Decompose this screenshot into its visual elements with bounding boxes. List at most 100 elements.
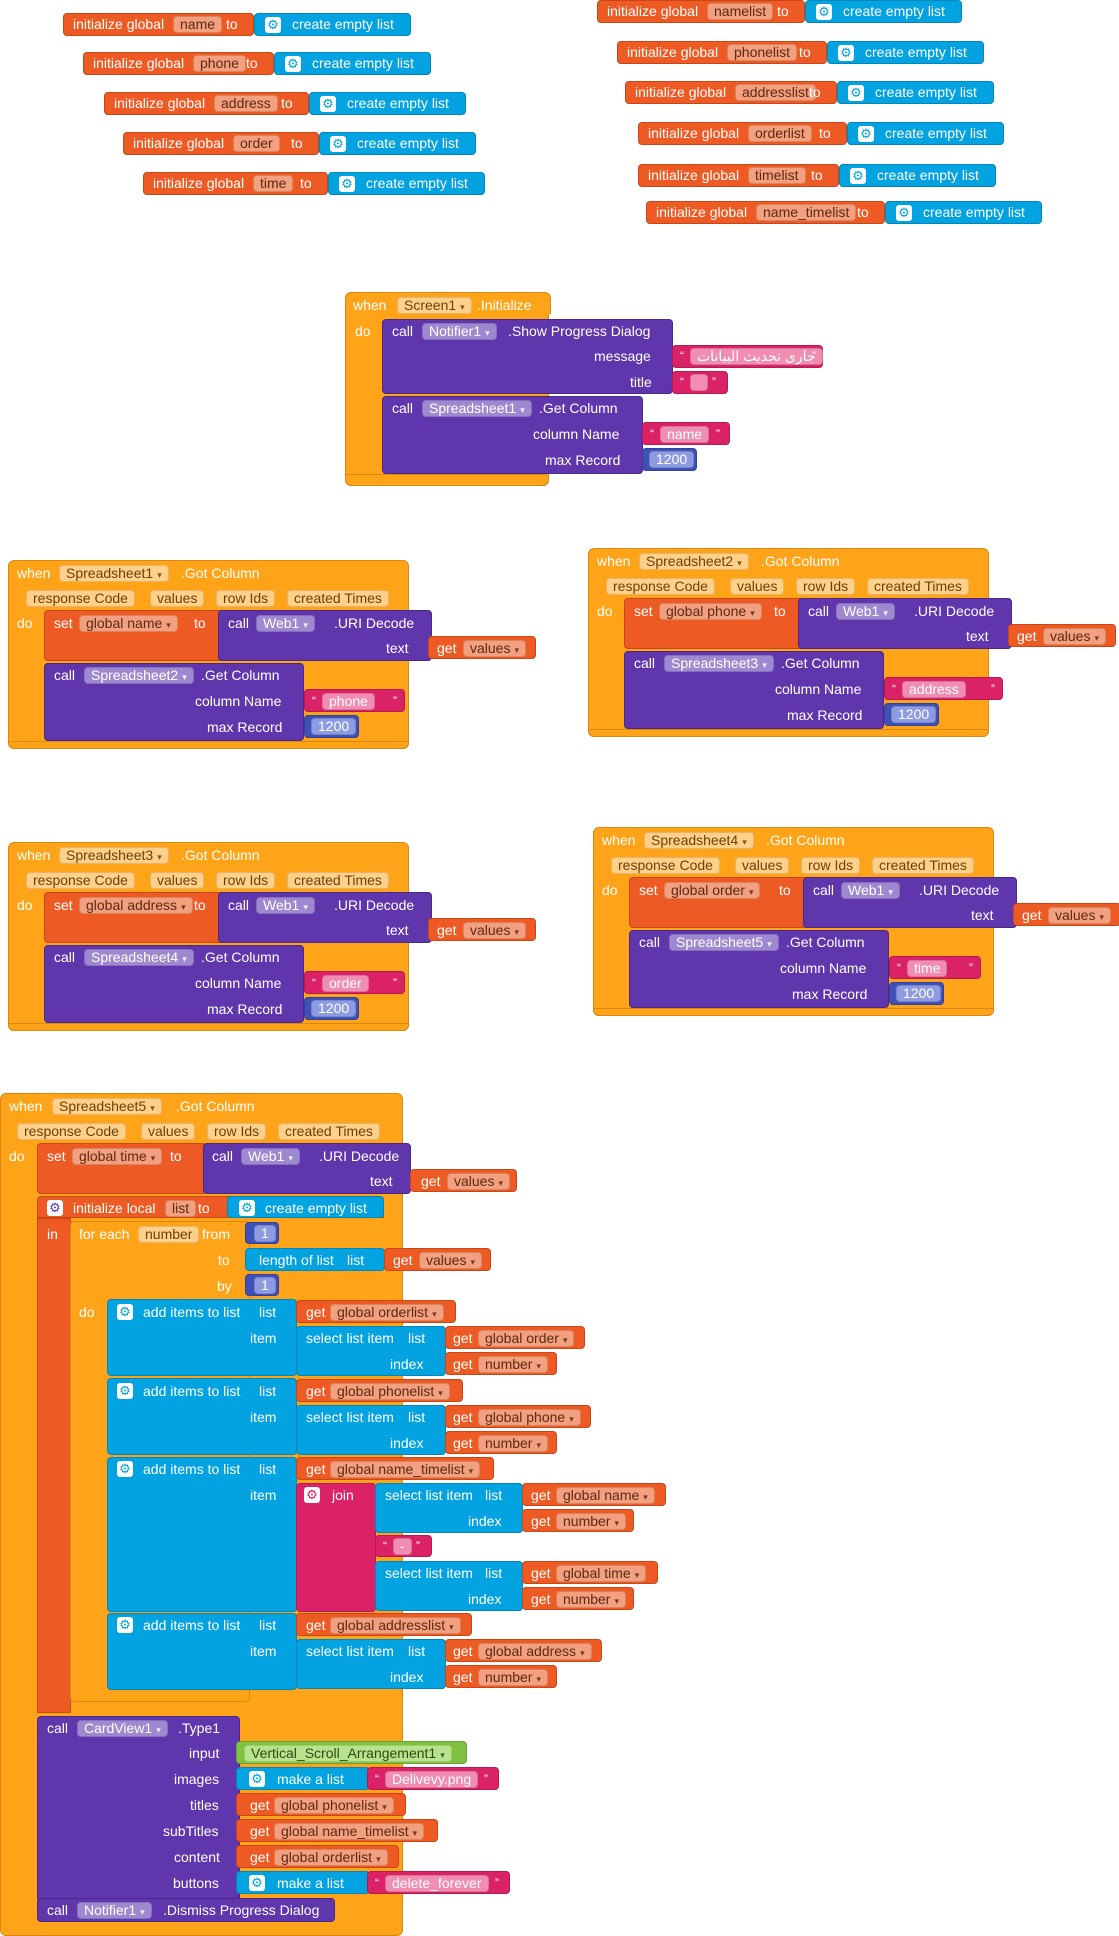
by-value[interactable]: 1: [254, 1277, 276, 1294]
gear-icon[interactable]: ⚙: [896, 205, 912, 221]
select-list-item-block[interactable]: [375, 1483, 523, 1533]
add-items-block[interactable]: [107, 1457, 297, 1612]
notifier-dropdown[interactable]: Notifier1▾: [77, 1902, 152, 1919]
variable-dropdown[interactable]: global phone▾: [659, 603, 762, 620]
gear-icon[interactable]: ⚙: [304, 1487, 320, 1503]
spreadsheet-dropdown[interactable]: Spreadsheet3▾: [664, 655, 774, 672]
param-row-ids[interactable]: row Ids: [801, 857, 861, 874]
create-empty-list-block[interactable]: [827, 41, 984, 64]
web-dropdown[interactable]: Web1▾: [836, 603, 895, 620]
param-created-times[interactable]: created Times: [872, 857, 974, 874]
create-empty-list-block[interactable]: [274, 52, 431, 75]
param-values[interactable]: values: [150, 872, 205, 889]
gear-icon[interactable]: ⚙: [117, 1617, 133, 1633]
gear-icon[interactable]: ⚙: [330, 136, 346, 152]
global-variable-name[interactable]: orderlist: [748, 125, 812, 142]
separator-text[interactable]: -: [393, 1538, 412, 1555]
variable-dropdown[interactable]: global phonelist▾: [330, 1383, 450, 1400]
variable-dropdown[interactable]: global order▾: [664, 882, 761, 899]
create-empty-list-block[interactable]: [328, 172, 485, 195]
web-dropdown[interactable]: Web1▾: [841, 882, 900, 899]
add-items-block[interactable]: [107, 1299, 297, 1376]
gear-icon[interactable]: ⚙: [117, 1461, 133, 1477]
variable-dropdown[interactable]: values▾: [419, 1252, 482, 1269]
gear-icon[interactable]: ⚙: [838, 45, 854, 61]
param-created-times[interactable]: created Times: [287, 590, 389, 607]
param-created-times[interactable]: created Times: [287, 872, 389, 889]
column-text[interactable]: address: [902, 681, 966, 698]
variable-dropdown[interactable]: number▾: [556, 1513, 626, 1530]
create-empty-list-block[interactable]: [319, 132, 476, 155]
column-text[interactable]: time: [907, 960, 948, 977]
variable-dropdown[interactable]: number▾: [478, 1669, 548, 1686]
variable-dropdown[interactable]: global order▾: [478, 1330, 575, 1347]
select-list-item-block[interactable]: [296, 1639, 446, 1689]
param-values[interactable]: values: [735, 857, 790, 874]
global-variable-name[interactable]: name: [173, 16, 223, 33]
gear-icon[interactable]: ⚙: [117, 1383, 133, 1399]
select-list-item-block[interactable]: [375, 1561, 523, 1611]
param-created-times[interactable]: created Times: [867, 578, 969, 595]
variable-dropdown[interactable]: number▾: [556, 1591, 626, 1608]
variable-dropdown[interactable]: global time▾: [72, 1148, 163, 1165]
component-dropdown[interactable]: Spreadsheet2▾: [639, 553, 749, 570]
spreadsheet-dropdown[interactable]: Spreadsheet1▾: [422, 400, 532, 417]
gear-icon[interactable]: ⚙: [249, 1875, 265, 1891]
global-variable-name[interactable]: phonelist: [727, 44, 798, 61]
create-empty-list-block[interactable]: [847, 122, 1004, 145]
component-dropdown[interactable]: Spreadsheet5▾: [52, 1098, 162, 1115]
title-text[interactable]: [690, 374, 708, 391]
param-row-ids[interactable]: row Ids: [207, 1123, 267, 1140]
uri-decode-call-block[interactable]: [798, 598, 1012, 649]
variable-dropdown[interactable]: global name▾: [556, 1487, 655, 1504]
global-variable-name[interactable]: order: [233, 135, 280, 152]
gear-icon[interactable]: ⚙: [848, 85, 864, 101]
variable-dropdown[interactable]: number▾: [478, 1356, 548, 1373]
number-value[interactable]: 1200: [896, 985, 942, 1002]
variable-dropdown[interactable]: global orderlist▾: [330, 1304, 444, 1321]
param-row-ids[interactable]: row Ids: [796, 578, 856, 595]
component-dropdown[interactable]: Spreadsheet3▾: [59, 847, 169, 864]
add-items-block[interactable]: [107, 1613, 297, 1690]
param-values[interactable]: values: [150, 590, 205, 607]
variable-dropdown[interactable]: global addresslist▾: [330, 1617, 461, 1634]
create-empty-list-block[interactable]: [839, 164, 996, 187]
select-list-item-block[interactable]: [296, 1405, 446, 1455]
uri-decode-call-block[interactable]: [803, 877, 1017, 928]
gear-icon[interactable]: ⚙: [816, 4, 832, 20]
global-variable-name[interactable]: phone: [193, 55, 246, 72]
column-text[interactable]: phone: [322, 693, 375, 710]
variable-dropdown[interactable]: values▾: [1043, 628, 1106, 645]
gear-icon[interactable]: ⚙: [320, 96, 336, 112]
variable-dropdown[interactable]: global phone▾: [478, 1409, 581, 1426]
gear-icon[interactable]: ⚙: [858, 126, 874, 142]
gear-icon[interactable]: ⚙: [249, 1771, 265, 1787]
uri-decode-call-block[interactable]: [203, 1143, 411, 1194]
uri-decode-call-block[interactable]: [218, 892, 432, 943]
gear-icon[interactable]: ⚙: [47, 1200, 63, 1216]
create-empty-list-block[interactable]: [309, 92, 466, 115]
number-value[interactable]: 1200: [649, 451, 695, 468]
from-value[interactable]: 1: [254, 1225, 276, 1242]
variable-dropdown[interactable]: global orderlist▾: [274, 1849, 388, 1866]
gear-icon[interactable]: ⚙: [117, 1304, 133, 1320]
param-response-code[interactable]: response Code: [26, 590, 135, 607]
create-empty-list-block[interactable]: [254, 13, 411, 36]
web-dropdown[interactable]: Web1▾: [256, 897, 315, 914]
arrangement-dropdown[interactable]: Vertical_Scroll_Arrangement1▾: [244, 1745, 452, 1762]
spreadsheet-dropdown[interactable]: Spreadsheet5▾: [669, 934, 779, 951]
variable-dropdown[interactable]: global name▾: [79, 615, 178, 632]
select-list-item-block[interactable]: [296, 1326, 446, 1376]
gear-icon[interactable]: ⚙: [850, 168, 866, 184]
param-row-ids[interactable]: row Ids: [216, 590, 276, 607]
variable-dropdown[interactable]: number▾: [478, 1435, 548, 1452]
component-dropdown[interactable]: Spreadsheet4▾: [644, 832, 754, 849]
variable-dropdown[interactable]: values▾: [447, 1173, 510, 1190]
param-response-code[interactable]: response Code: [17, 1123, 126, 1140]
cardview-call-block[interactable]: [37, 1716, 240, 1902]
variable-dropdown[interactable]: global name_timelist▾: [274, 1823, 425, 1840]
create-empty-list-block[interactable]: [837, 81, 994, 104]
global-variable-name[interactable]: address: [214, 95, 278, 112]
param-response-code[interactable]: response Code: [611, 857, 720, 874]
gear-icon[interactable]: ⚙: [265, 17, 281, 33]
